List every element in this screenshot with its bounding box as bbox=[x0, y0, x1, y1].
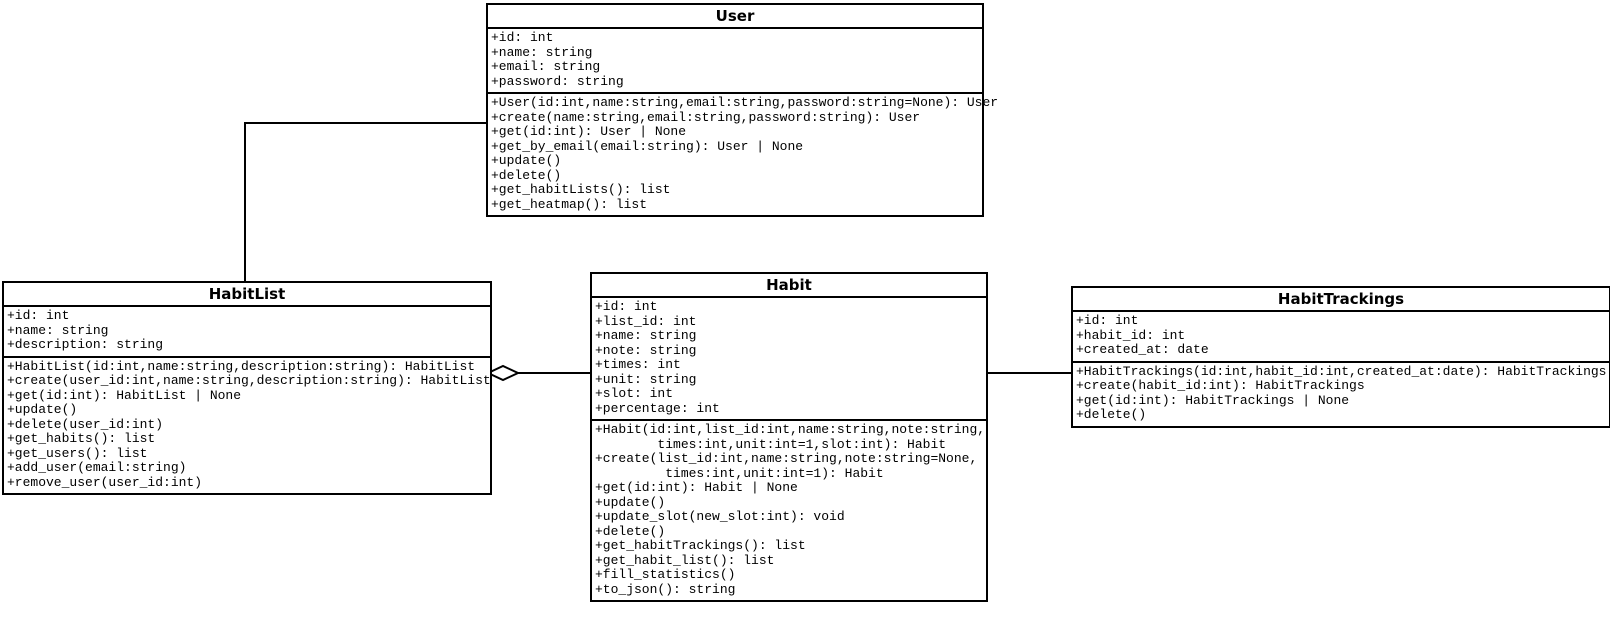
methods-section-habitlist: +HabitList(id:int,name:string,descriptio… bbox=[4, 358, 491, 494]
class-box-habitlist: HabitList +id: int+name: string+descript… bbox=[2, 281, 492, 495]
method-line: +get_habitTrackings(): list bbox=[595, 538, 806, 553]
method-line: +Habit(id:int,list_id:int,name:string,no… bbox=[595, 422, 986, 437]
method-line: +to_json(): string bbox=[595, 581, 736, 597]
attribute-line: +percentage: int bbox=[595, 400, 720, 416]
attribute-line: +list_id: int bbox=[595, 313, 697, 329]
aggregation-diamond-icon bbox=[485, 364, 521, 382]
attributes-section-habitlist: +id: int+name: string+description: strin… bbox=[4, 307, 490, 358]
method-line: +HabitTrackings(id:int,habit_id:int,crea… bbox=[1076, 363, 1607, 379]
attribute-line: +name: string bbox=[595, 328, 697, 343]
attributes-section-user: +id: int+name: string+email: string+pass… bbox=[488, 29, 982, 94]
methods-section-habit: +Habit(id:int,list_id:int,name:string,no… bbox=[592, 421, 986, 600]
method-line: +update() bbox=[595, 494, 666, 510]
method-line: +delete() bbox=[595, 523, 666, 539]
attribute-line: +password: string bbox=[491, 73, 624, 89]
method-line: +get_users(): list bbox=[7, 445, 148, 461]
method-line: +get_habit_list(): list bbox=[595, 552, 775, 568]
method-line: +create(name:string,email:string,passwor… bbox=[491, 109, 921, 125]
attribute-line: +note: string bbox=[595, 342, 697, 358]
method-line: +User(id:int,name:string,email:string,pa… bbox=[491, 95, 999, 110]
attribute-line: +id: int bbox=[1076, 313, 1139, 328]
association-user-habitlist-line bbox=[244, 122, 486, 283]
attribute-line: +id: int bbox=[7, 308, 70, 323]
method-line: +get_by_email(email:string): User | None bbox=[491, 138, 804, 154]
method-line: +delete(user_id:int) bbox=[7, 416, 164, 432]
method-line: +create(user_id:int,name:string,descript… bbox=[7, 373, 491, 388]
method-line: +fill_statistics() bbox=[595, 567, 736, 582]
method-line: +delete() bbox=[1076, 407, 1147, 422]
method-line: +update() bbox=[491, 153, 562, 168]
method-line: +remove_user(user_id:int) bbox=[7, 474, 203, 490]
method-line: +get_heatmap(): list bbox=[491, 196, 648, 212]
method-line: +get_habits(): list bbox=[7, 431, 156, 446]
attribute-line: +created_at: date bbox=[1076, 342, 1209, 357]
class-title-habit: Habit bbox=[592, 274, 986, 298]
method-line: +add_user(email:string) bbox=[7, 460, 187, 475]
attribute-line: +unit: string bbox=[595, 371, 697, 387]
class-title-habitlist: HabitList bbox=[4, 283, 490, 307]
class-title-user: User bbox=[488, 5, 982, 29]
attributes-section-habit: +id: int+list_id: int+name: string+note:… bbox=[592, 298, 986, 421]
methods-section-habittrackings: +HabitTrackings(id:int,habit_id:int,crea… bbox=[1073, 363, 1609, 426]
attribute-line: +times: int bbox=[595, 357, 681, 372]
method-line: +HabitList(id:int,name:string,descriptio… bbox=[7, 358, 476, 374]
method-line: +get(id:int): User | None bbox=[491, 124, 687, 139]
methods-section-user: +User(id:int,name:string,email:string,pa… bbox=[488, 94, 999, 215]
method-line: +create(habit_id:int): HabitTrackings bbox=[1076, 378, 1365, 393]
method-line: times:int,unit:int=1,slot:int): Habit bbox=[595, 436, 947, 452]
method-line: +get(id:int): Habit | None bbox=[595, 480, 798, 495]
attribute-line: +id: int bbox=[491, 30, 554, 45]
method-line: +update() bbox=[7, 402, 78, 417]
attribute-line: +description: string bbox=[7, 337, 164, 352]
attribute-line: +habit_id: int bbox=[1076, 327, 1186, 343]
method-line: +update_slot(new_slot:int): void bbox=[595, 509, 845, 524]
class-title-habittrackings: HabitTrackings bbox=[1073, 288, 1609, 312]
attribute-line: +email: string bbox=[491, 59, 601, 74]
class-box-habittrackings: HabitTrackings +id: int+habit_id: int+cr… bbox=[1071, 286, 1610, 428]
method-line: +get(id:int): HabitTrackings | None bbox=[1076, 392, 1350, 408]
method-line: times:int,unit:int=1): Habit bbox=[595, 465, 884, 481]
attribute-line: +slot: int bbox=[595, 386, 674, 401]
attributes-section-habittrackings: +id: int+habit_id: int+created_at: date bbox=[1073, 312, 1609, 363]
attribute-line: +id: int bbox=[595, 299, 658, 314]
attribute-line: +name: string bbox=[491, 44, 593, 60]
class-box-habit: Habit +id: int+list_id: int+name: string… bbox=[590, 272, 988, 602]
class-box-user: User +id: int+name: string+email: string… bbox=[486, 3, 999, 217]
attribute-line: +name: string bbox=[7, 322, 109, 338]
method-line: +get_habitLists(): list bbox=[491, 182, 671, 197]
method-line: +get(id:int): HabitList | None bbox=[7, 387, 242, 403]
method-line: +delete() bbox=[491, 167, 562, 183]
method-line: +create(list_id:int,name:string,note:str… bbox=[595, 451, 978, 466]
